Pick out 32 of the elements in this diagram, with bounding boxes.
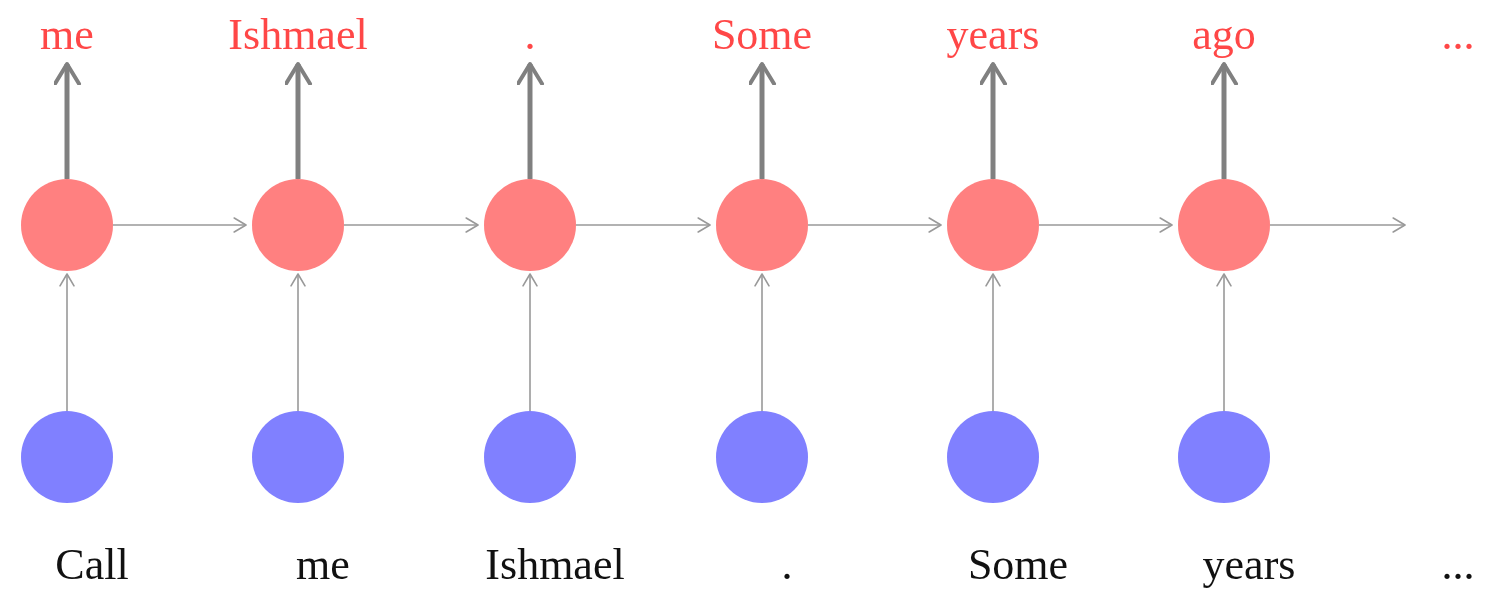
arrow xyxy=(290,273,306,412)
arrow xyxy=(53,62,81,179)
input-word: Call xyxy=(55,540,129,590)
input-word: Some xyxy=(967,540,1069,590)
arrow xyxy=(59,273,75,412)
arrow xyxy=(516,62,544,179)
arrow xyxy=(979,62,1007,179)
output-word: years xyxy=(946,10,1040,60)
arrow xyxy=(522,273,538,412)
arrow xyxy=(748,62,776,179)
output-word: Ishmael xyxy=(228,10,368,60)
arrow xyxy=(284,62,312,179)
arrow xyxy=(1038,217,1173,233)
output-word: . xyxy=(524,10,536,60)
arrow xyxy=(343,217,479,233)
arrow xyxy=(807,217,942,233)
arrow xyxy=(1269,217,1406,233)
ellipsis-text: ... xyxy=(1441,540,1475,590)
arrow xyxy=(112,217,247,233)
input-word: Ishmael xyxy=(485,540,625,590)
input-word: me xyxy=(296,540,350,590)
arrow xyxy=(985,273,1001,412)
arrow xyxy=(754,273,770,412)
input-word: years xyxy=(1202,540,1296,590)
arrow xyxy=(575,217,711,233)
output-word: ago xyxy=(1192,10,1256,60)
input-word: . xyxy=(781,540,793,590)
ellipsis-text: ... xyxy=(1441,10,1475,60)
arrow xyxy=(1210,62,1238,179)
output-word: me xyxy=(40,10,94,60)
output-word: Some xyxy=(711,10,813,60)
arrow xyxy=(1216,273,1232,412)
